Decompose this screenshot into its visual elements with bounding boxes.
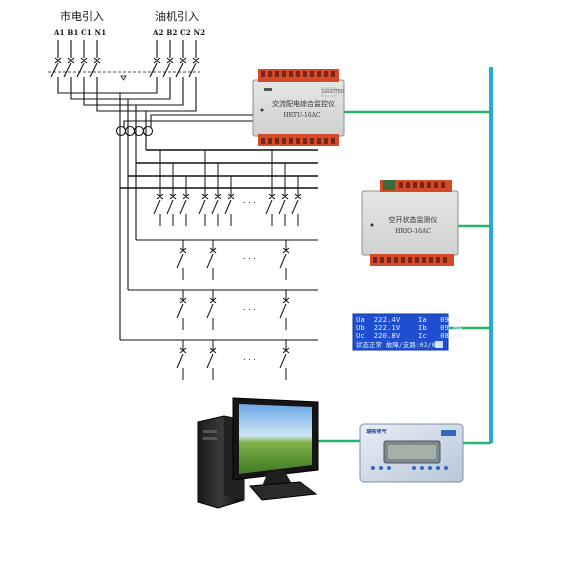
breaker-monitor-device [361,180,459,266]
brand-logo [321,87,337,97]
ac-monitor-title: 交流配电综合监控仪 [272,100,335,108]
ac-monitor-brand: GRIDTEK [322,89,345,95]
lcd-panel [352,313,449,351]
busbars [120,149,318,189]
lcd-line-2: Ub 222.1V Ib 09.0A [356,323,463,332]
hmi-terminal [359,423,464,483]
mains-phase-labels: A1 B1 C1 N1 [54,28,107,37]
ellipsis-row4: . . . [243,353,256,362]
lcd-line-3: Uc 220.8V Ic 08.6A [356,331,463,340]
generator-input-label: 油机引入 [155,10,199,23]
breaker-monitor-model: HRIO-16AC [395,228,431,235]
input-switches [48,40,200,85]
hmi-brand: 瑞拓电气 [366,429,387,435]
computer [197,397,319,509]
ac-monitor-model: HRTU-16AC [283,112,321,119]
generator-phase-labels: A2 B2 C2 N2 [153,28,206,37]
ellipsis-row1: . . . [243,196,256,205]
ellipsis-row3: . . . [243,303,256,312]
branch-group-row1 [153,150,302,226]
lcd-line-4: 状态正常 故障/支路:02/08 [356,341,440,349]
lcd-line-1: Ua 222.4V Ia 09.0A [356,315,463,324]
bus-links [312,110,491,445]
branch-rows-single [120,239,318,380]
transfer-wiring [57,85,255,340]
mains-input-label: 市电引入 [60,10,104,23]
ellipsis-row2: . . . [243,252,256,261]
ac-monitor-device [252,69,345,146]
breaker-monitor-title: 空开状态监测仪 [388,216,438,224]
